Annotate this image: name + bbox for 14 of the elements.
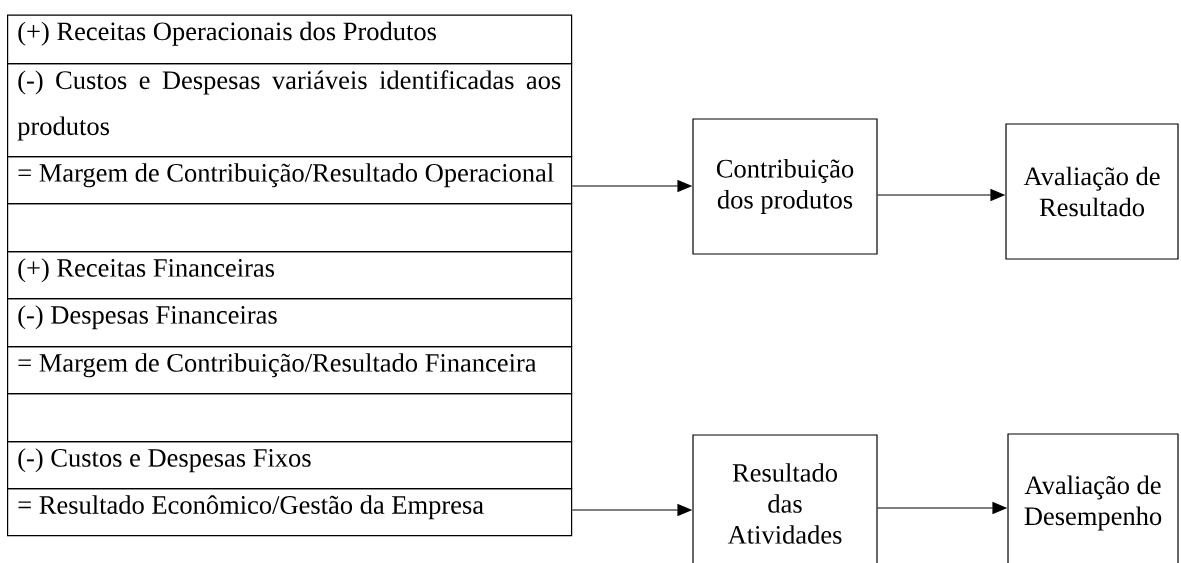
process-box: Avaliação de Desempenho xyxy=(1007,433,1179,563)
empty-row xyxy=(7,393,573,443)
table-row: = Margem de Contribuição/Resultado Operacional xyxy=(7,156,573,205)
table-row: (+) Receitas Operacionais dos Produtos xyxy=(7,14,573,65)
process-box: Avaliação de Resultado xyxy=(1005,123,1179,260)
empty-row xyxy=(7,203,573,253)
table-row: (-) Custos e Despesas Fixos xyxy=(7,441,573,490)
table-row: = Margem de Contribuição/Resultado Financeira xyxy=(7,346,573,395)
table-row: (-) Despesas Financeiras xyxy=(7,298,573,348)
table-row: (+) Receitas Financeiras xyxy=(7,251,573,300)
table-row: (-) Custos e Despesas variáveis identificadas aos produtos xyxy=(7,63,573,158)
process-box: Resultado das Atividades xyxy=(692,434,878,563)
table-row: = Resultado Econômico/Gestão da Empresa xyxy=(7,488,573,537)
process-box: Contribuição dos produtos xyxy=(692,118,878,255)
